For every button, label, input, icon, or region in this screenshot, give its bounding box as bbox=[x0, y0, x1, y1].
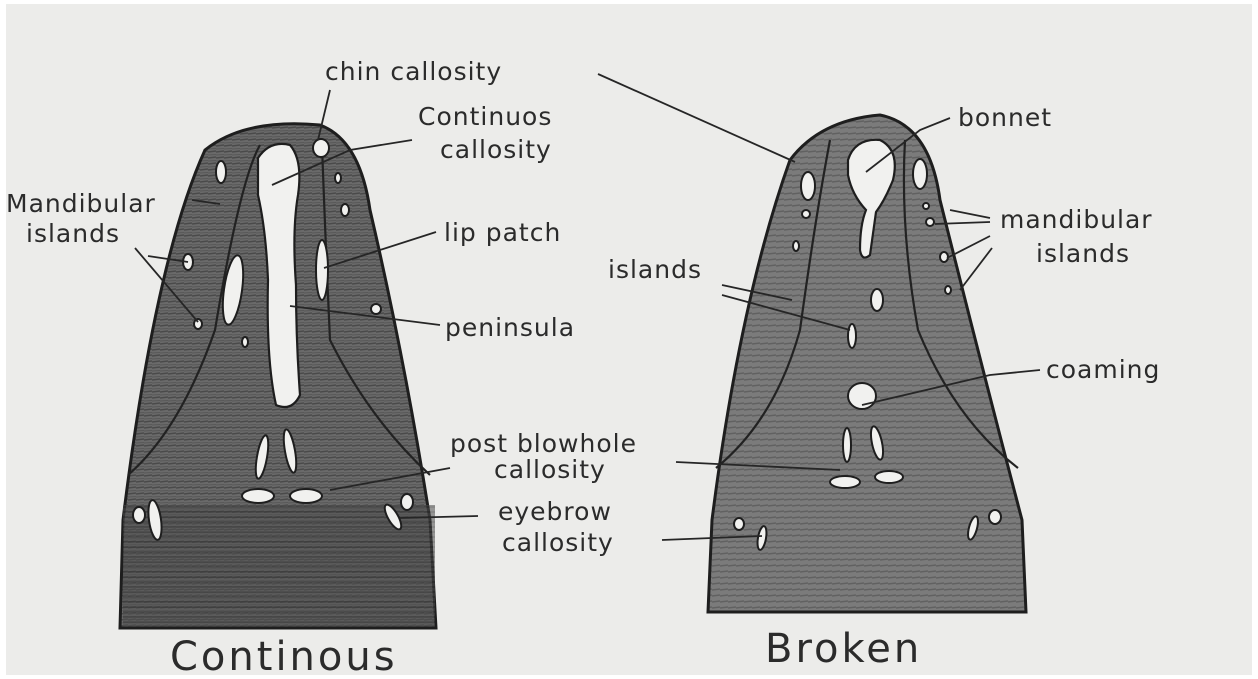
label-post-blowhole-line2: callosity bbox=[494, 455, 606, 484]
right-lip-patch-shape-right bbox=[913, 159, 927, 189]
right-island bbox=[802, 210, 810, 218]
left-post-blowhole-shape bbox=[290, 489, 322, 503]
right-island bbox=[940, 252, 948, 262]
left-eyebrow-shape bbox=[401, 494, 413, 510]
right-lip-patch-shape bbox=[801, 172, 815, 200]
right-island bbox=[793, 241, 799, 251]
label-bonnet: bonnet bbox=[958, 103, 1052, 132]
right-post-blowhole-shape bbox=[875, 471, 903, 483]
label-continuous-callosity-line2: callosity bbox=[440, 135, 552, 164]
caption-broken: Broken bbox=[765, 626, 922, 672]
right-coaming-shape bbox=[848, 383, 876, 409]
label-islands: islands bbox=[608, 255, 702, 284]
right-eyebrow-shape bbox=[734, 518, 744, 530]
right-post-blowhole-shape bbox=[830, 476, 860, 488]
left-island bbox=[194, 319, 202, 329]
left-eyebrow-shape bbox=[133, 507, 145, 523]
right-eyebrow-shape bbox=[989, 510, 1001, 524]
label-continuous-callosity-line1: Continuos bbox=[418, 102, 552, 131]
left-island bbox=[242, 337, 248, 347]
left-post-blowhole-shape bbox=[242, 489, 274, 503]
right-island bbox=[848, 324, 856, 348]
left-lip-patch-shape-right bbox=[316, 240, 328, 300]
leader-mandibular-right-a bbox=[950, 210, 990, 218]
left-island bbox=[216, 161, 226, 183]
caption-continuous: Continous bbox=[170, 634, 398, 679]
label-mandibular-islands-left-line2: islands bbox=[26, 219, 120, 248]
label-eyebrow-line2: callosity bbox=[502, 528, 614, 557]
label-mandibular-islands-right-line2: islands bbox=[1036, 239, 1130, 268]
leader-mandibular-right-d bbox=[960, 248, 992, 290]
label-post-blowhole-line1: post blowhole bbox=[450, 429, 637, 458]
left-island bbox=[371, 304, 381, 314]
label-mandibular-islands-right-line1: mandibular bbox=[1000, 205, 1153, 234]
label-coaming: coaming bbox=[1046, 355, 1160, 384]
right-island bbox=[923, 203, 929, 209]
label-peninsula: peninsula bbox=[445, 313, 575, 342]
leader-mandibular-right-c bbox=[947, 236, 990, 258]
right-island bbox=[945, 286, 951, 294]
right-island bbox=[926, 218, 934, 226]
right-head-broken bbox=[708, 115, 1026, 612]
leader-chin-callosity-right bbox=[598, 74, 795, 162]
label-eyebrow-line1: eyebrow bbox=[498, 497, 612, 526]
right-post-blowhole-shape bbox=[843, 428, 851, 462]
label-chin-callosity: chin callosity bbox=[325, 57, 502, 86]
left-chin-callosity-shape bbox=[313, 139, 329, 157]
left-island bbox=[335, 173, 341, 183]
label-lip-patch: lip patch bbox=[444, 218, 561, 247]
left-head-continuous bbox=[120, 124, 436, 628]
right-island bbox=[871, 289, 883, 311]
label-mandibular-islands-left-line1: Mandibular bbox=[6, 189, 156, 218]
left-head-lower-band bbox=[123, 505, 435, 627]
left-island bbox=[341, 204, 349, 216]
